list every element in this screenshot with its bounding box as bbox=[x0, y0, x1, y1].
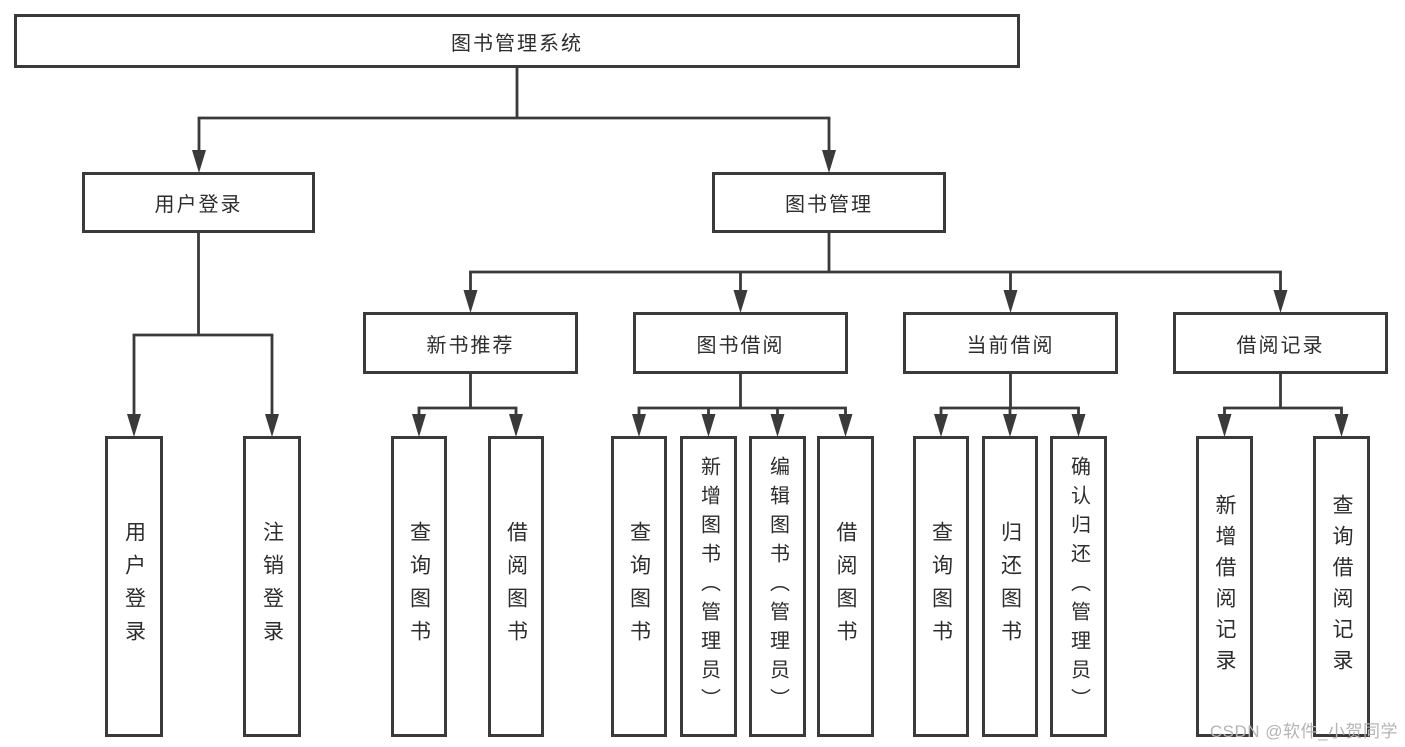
leaf-add-books-admin: 新增图书（管理员） bbox=[680, 436, 737, 737]
leaf-label: 借阅图书 bbox=[504, 520, 528, 653]
node-new-book-recommend: 新书推荐 bbox=[363, 312, 578, 374]
leaf-label: 编辑图书（管理员） bbox=[766, 456, 789, 717]
node-root: 图书管理系统 bbox=[14, 14, 1020, 68]
node-book-management: 图书管理 bbox=[712, 172, 946, 233]
node-book-borrow: 图书借阅 bbox=[633, 312, 848, 374]
node-book-management-label: 图书管理 bbox=[785, 194, 873, 216]
node-root-label: 图书管理系统 bbox=[451, 32, 583, 55]
leaf-query-borrow-record: 查询借阅记录 bbox=[1313, 436, 1370, 737]
leaf-label: 借阅图书 bbox=[834, 520, 857, 653]
leaf-logout-login: 注销登录 bbox=[243, 436, 301, 737]
leaf-borrow-books-recommend: 借阅图书 bbox=[488, 436, 544, 737]
leaf-edit-books-admin: 编辑图书（管理员） bbox=[749, 436, 806, 737]
node-user-login: 用户登录 bbox=[82, 172, 315, 233]
leaf-label: 注销登录 bbox=[260, 520, 284, 653]
leaf-borrow-books-borrow: 借阅图书 bbox=[817, 436, 874, 737]
leaf-label: 新增图书（管理员） bbox=[697, 456, 720, 717]
csdn-watermark: CSDN @软件_小贺同学 bbox=[1209, 722, 1398, 741]
leaf-add-borrow-record: 新增借阅记录 bbox=[1196, 436, 1253, 737]
leaf-label: 新增借阅记录 bbox=[1213, 493, 1236, 680]
leaf-label: 用户登录 bbox=[122, 520, 146, 653]
leaf-query-books-current: 查询图书 bbox=[913, 436, 969, 737]
leaf-label: 查询图书 bbox=[627, 520, 651, 653]
node-borrow-records-label: 借阅记录 bbox=[1236, 334, 1325, 357]
leaf-user-login: 用户登录 bbox=[105, 436, 163, 737]
leaf-label: 查询借阅记录 bbox=[1330, 493, 1353, 680]
leaf-label: 查询图书 bbox=[407, 520, 431, 653]
leaf-label: 归还图书 bbox=[998, 520, 1022, 653]
leaf-label: 查询图书 bbox=[929, 520, 953, 653]
node-book-borrow-label: 图书借阅 bbox=[696, 334, 785, 357]
node-current-borrow: 当前借阅 bbox=[903, 312, 1118, 374]
leaf-confirm-return-admin: 确认归还（管理员） bbox=[1050, 436, 1107, 737]
node-borrow-records: 借阅记录 bbox=[1173, 312, 1388, 374]
leaf-label: 确认归还（管理员） bbox=[1067, 456, 1090, 717]
node-new-book-recommend-label: 新书推荐 bbox=[426, 334, 515, 357]
leaf-query-books-borrow: 查询图书 bbox=[611, 436, 667, 737]
leaf-return-books: 归还图书 bbox=[982, 436, 1038, 737]
node-current-borrow-label: 当前借阅 bbox=[966, 334, 1055, 357]
node-user-login-label: 用户登录 bbox=[154, 194, 243, 216]
leaf-query-books-recommend: 查询图书 bbox=[391, 436, 447, 737]
